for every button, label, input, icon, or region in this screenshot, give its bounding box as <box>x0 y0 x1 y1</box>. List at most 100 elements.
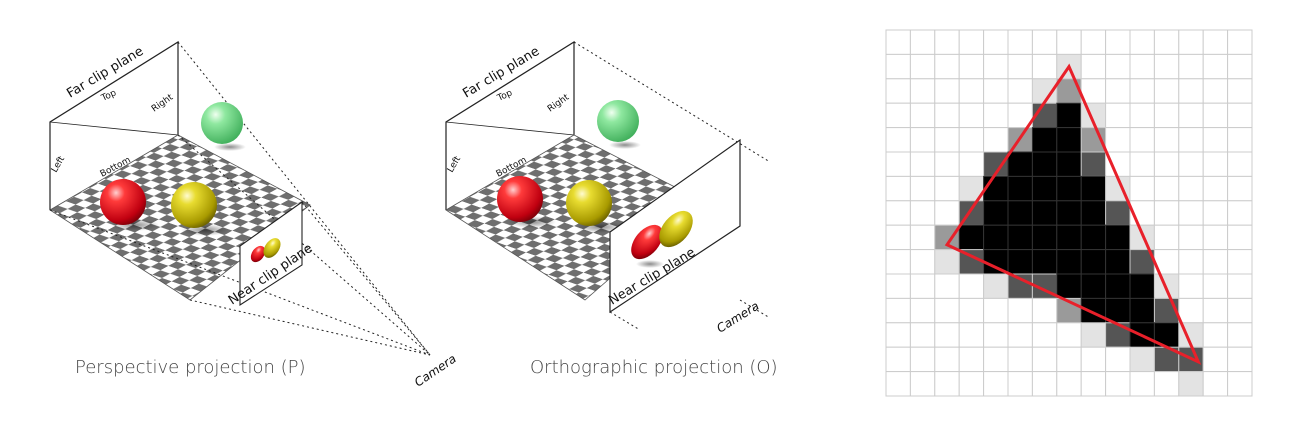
pixel-cell <box>1153 151 1180 177</box>
pixel-cell <box>1227 322 1253 348</box>
pixel-cell <box>909 322 936 348</box>
pixel-cell <box>1031 322 1058 348</box>
pixel-cell <box>1105 322 1131 348</box>
pixel-cell <box>1129 371 1155 397</box>
pixel-cell <box>934 249 960 275</box>
pixel-cell <box>1178 297 1204 324</box>
red-sphere <box>100 179 146 225</box>
orthographic-caption: Orthographic projection (O) <box>530 357 778 378</box>
pixel-cell <box>1227 224 1253 251</box>
pixel-cell <box>1227 175 1253 202</box>
pixel-cell <box>1178 175 1204 202</box>
pixel-cell <box>1056 102 1082 129</box>
pixel-cell <box>958 78 985 104</box>
pixel-cell <box>1105 127 1131 153</box>
pixel-cell <box>934 78 960 104</box>
pixel-cell <box>1056 322 1082 348</box>
pixel-cell <box>958 322 985 348</box>
pixel-cell <box>1227 200 1253 226</box>
pixel-cell <box>1202 53 1229 80</box>
pixel-cell <box>1129 53 1155 80</box>
pixel-cell <box>1153 224 1180 251</box>
pixel-cell <box>983 371 1009 397</box>
pixel-cell <box>1105 346 1131 373</box>
pixel-cell <box>909 175 936 202</box>
pixel-cell <box>1007 29 1033 55</box>
pixel-cell <box>1105 249 1131 275</box>
pixel-cell <box>909 200 936 226</box>
pixel-cell <box>1031 224 1058 251</box>
pixel-cell <box>1007 53 1033 80</box>
pixel-cell <box>1153 200 1180 226</box>
pixel-cell <box>1056 224 1082 251</box>
pixel-cell <box>1202 175 1229 202</box>
camera-label: Camera <box>714 299 761 336</box>
pixel-cell <box>934 200 960 226</box>
pixel-cell <box>1105 53 1131 80</box>
pixel-cell <box>934 102 960 129</box>
pixel-cell <box>1227 249 1253 275</box>
pixel-cell <box>1105 29 1131 55</box>
pixel-cell <box>885 297 911 324</box>
pixel-cell <box>885 273 911 299</box>
pixel-cell <box>983 102 1009 129</box>
pixel-cell <box>909 346 936 373</box>
pixel-cell <box>909 29 936 55</box>
pixel-cell <box>1080 346 1107 373</box>
pixel-cell <box>1129 151 1155 177</box>
pixel-cell <box>885 346 911 373</box>
pixel-cell <box>909 151 936 177</box>
yellow-sphere <box>566 180 612 226</box>
pixel-cell <box>1178 78 1204 104</box>
pixel-cell <box>1178 273 1204 299</box>
pixel-cell <box>958 273 985 299</box>
pixel-cell <box>1129 127 1155 153</box>
pixel-cell <box>934 297 960 324</box>
pixel-cell <box>1153 29 1180 55</box>
pixel-cell <box>1031 200 1058 226</box>
pixel-cell <box>1031 151 1058 177</box>
pixel-cell <box>934 175 960 202</box>
pixel-cell <box>1080 53 1107 80</box>
pixel-cell <box>934 371 960 397</box>
pixel-cell <box>1178 127 1204 153</box>
pixel-cell <box>885 249 911 275</box>
pixel-cell <box>1227 78 1253 104</box>
pixel-cell <box>1153 127 1180 153</box>
pixel-cell <box>1227 297 1253 324</box>
pixel-cell <box>885 29 911 55</box>
pixel-cell <box>958 29 985 55</box>
pixel-cell <box>1080 175 1107 202</box>
perspective-caption: Perspective projection (P) <box>75 357 305 378</box>
far-plane-frame <box>445 40 575 210</box>
pixel-cell <box>1202 224 1229 251</box>
left-label: Left <box>446 154 463 174</box>
near-red-blob <box>250 245 266 263</box>
pixel-cell <box>1007 297 1033 324</box>
rasterization-grid <box>885 29 1253 397</box>
pixel-cell <box>1178 249 1204 275</box>
triangle-outline <box>944 63 1202 365</box>
pixel-cell <box>1007 224 1033 251</box>
orthographic-panel: Far clip plane Top Right Left Bottom Nea… <box>445 40 778 378</box>
pixel-cell <box>1105 371 1131 397</box>
pixel-cell <box>934 151 960 177</box>
pixel-cell <box>958 297 985 324</box>
pixel-cell <box>1080 151 1107 177</box>
pixel-cell <box>934 29 960 55</box>
pixel-cell <box>1056 346 1082 373</box>
pixel-cell <box>983 346 1009 373</box>
pixel-cell <box>1202 297 1229 324</box>
pixel-cell <box>1129 102 1155 129</box>
pixel-cell <box>934 127 960 153</box>
pixel-cell <box>909 371 936 397</box>
pixel-cell <box>958 346 985 373</box>
pixel-cell <box>1227 346 1253 373</box>
pixel-cell <box>983 297 1009 324</box>
pixel-cell <box>909 297 936 324</box>
pixel-cell <box>1031 297 1058 324</box>
pixel-cell <box>1056 175 1082 202</box>
pixel-cell <box>1178 53 1204 80</box>
pixel-cell <box>1031 53 1058 80</box>
pixel-cell <box>1105 78 1131 104</box>
